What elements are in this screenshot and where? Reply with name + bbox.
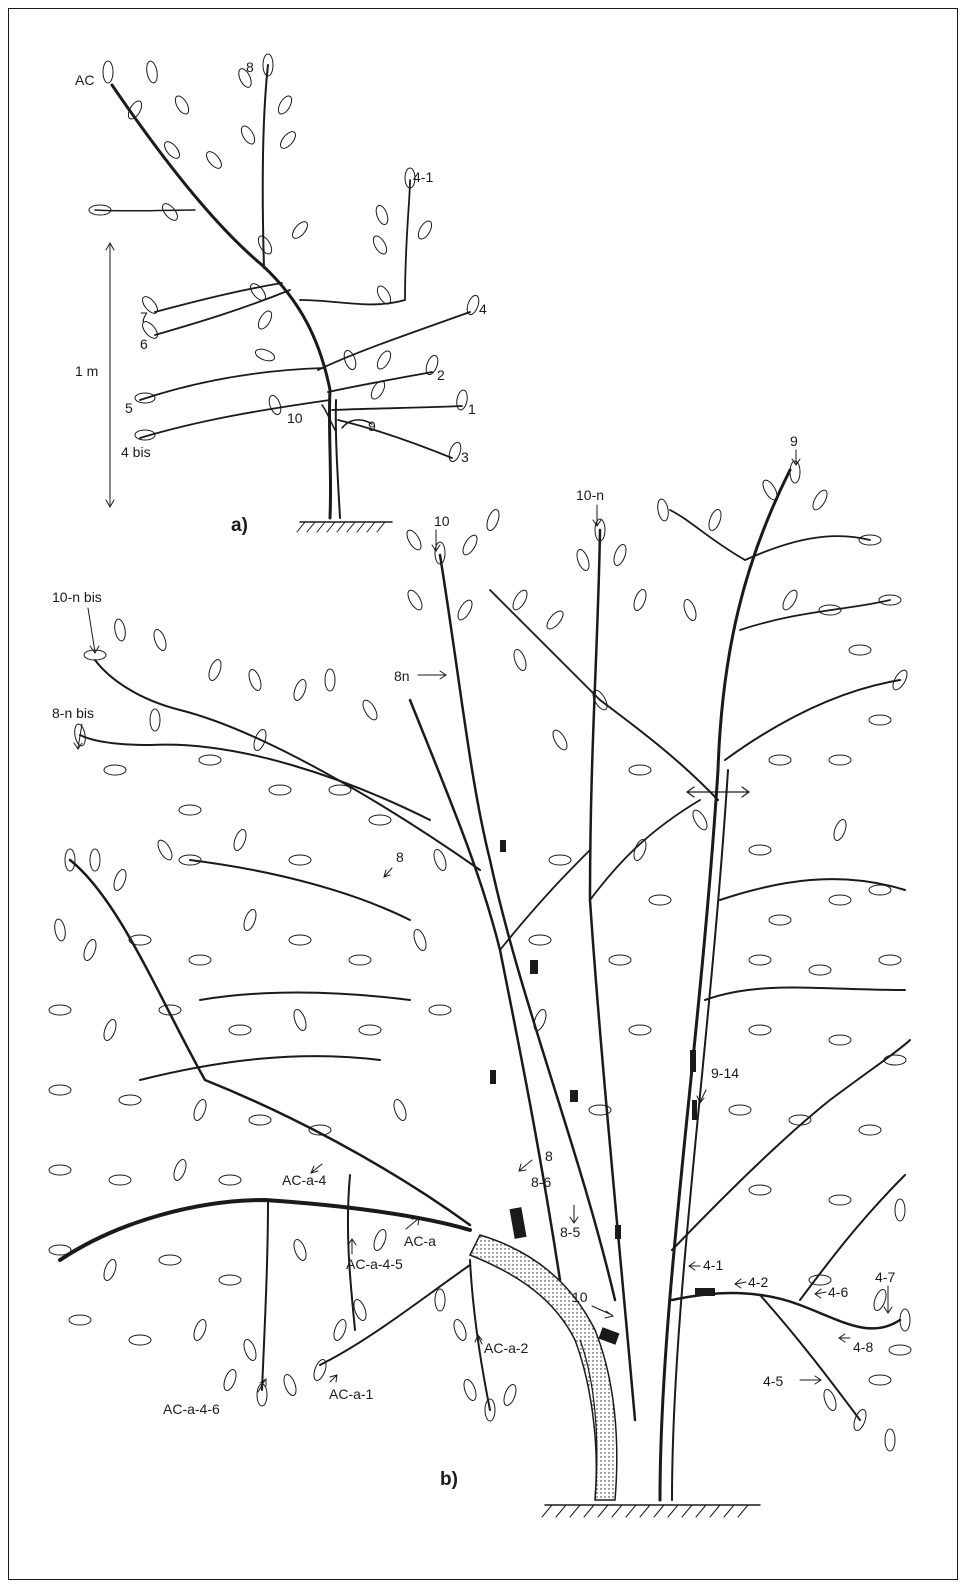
label-a-9: 9: [368, 418, 376, 434]
label-b-8n: 8n: [394, 668, 410, 684]
axis-ac-a: [60, 1200, 470, 1260]
panel-b-labels: b) 9 10-n 10 10-n bis 8n 8-n bis 8 9-14 …: [52, 433, 895, 1490]
axis-9-right: [672, 770, 728, 1500]
label-b-4-1: 4-1: [703, 1257, 723, 1273]
axis-8: [410, 700, 560, 1280]
branch-b-r3: [600, 700, 718, 800]
branch-b-l3: [140, 1056, 380, 1080]
label-b-8-upper: 8: [396, 849, 404, 865]
axis-ac-a-4: [70, 860, 470, 1225]
axis-ac-a-4-6: [262, 1200, 268, 1390]
label-b-10-top: 10: [434, 513, 450, 529]
label-a-1: 1: [468, 401, 476, 417]
trunk-a-right: [336, 400, 340, 518]
axis-4: [672, 1293, 900, 1328]
branch-ac-side: [95, 210, 195, 211]
label-b-ac-a-4-5: AC-a-4-5: [346, 1256, 403, 1272]
branch-b-c1: [490, 590, 600, 700]
label-b-4-8: 4-8: [853, 1339, 873, 1355]
label-a-ac: AC: [75, 72, 94, 88]
branch-1: [332, 406, 462, 410]
panel-a-diagram: [89, 54, 481, 532]
label-a-7: 7: [140, 309, 148, 325]
label-a-10: 10: [287, 410, 303, 426]
panel-b-caption: b): [440, 1469, 458, 1490]
panel-a-labels: a) 1 m AC 8 4-1 7 6 4 2 1 5 10 9 4 bis 3: [75, 59, 487, 536]
branch-7: [155, 283, 282, 312]
label-b-4-2: 4-2: [748, 1274, 768, 1290]
panel-b-diagram: [49, 450, 911, 1517]
label-b-4-5: 4-5: [763, 1373, 783, 1389]
label-a-8: 8: [246, 59, 254, 75]
branch-6: [155, 290, 290, 335]
axis-8-n-bis: [80, 735, 430, 820]
branch-b-r5: [745, 536, 870, 560]
label-b-10-lower: 10: [572, 1289, 588, 1305]
axis-10: [440, 555, 615, 1300]
label-b-4-6: 4-6: [828, 1284, 848, 1300]
branch-4: [318, 312, 470, 370]
label-a-6: 6: [140, 336, 148, 352]
label-b-ac-a-4: AC-a-4: [282, 1172, 327, 1188]
branch-b-l2: [200, 993, 410, 1001]
label-a-5: 5: [125, 400, 133, 416]
label-b-8-n-bis: 8-n bis: [52, 705, 94, 721]
branch-b-l1: [190, 860, 410, 920]
branch-b-r1: [720, 879, 905, 900]
label-b-9-14: 9-14: [711, 1065, 739, 1081]
ground-hatch-a: [297, 522, 385, 532]
axis-4-5: [760, 1295, 860, 1420]
branch-2: [328, 372, 432, 392]
label-a-4: 4: [479, 301, 487, 317]
label-b-4-7: 4-7: [875, 1269, 895, 1285]
branch-b-r2: [725, 680, 900, 760]
label-a-4-bis: 4 bis: [121, 444, 151, 460]
leaves-a: [89, 54, 481, 463]
branch-b-r4: [705, 988, 905, 1001]
axis-ac-a-2: [470, 1260, 490, 1410]
ground-hatch-b: [542, 1505, 748, 1517]
panel-a-caption: a): [231, 515, 248, 536]
axis-ac-a-1: [320, 1265, 470, 1365]
axis-9: [660, 470, 790, 1500]
label-b-ac-a: AC-a: [404, 1233, 436, 1249]
branch-b-r6: [670, 510, 745, 560]
label-b-ac-a-2: AC-a-2: [484, 1340, 529, 1356]
label-b-8-lower: 8: [545, 1148, 553, 1164]
branch-b-r7: [740, 600, 890, 630]
branch-5: [140, 368, 324, 400]
label-a-4-1: 4-1: [413, 169, 433, 185]
trunk-b: [470, 1235, 617, 1500]
leaves-b: [49, 461, 911, 1451]
label-b-8-6: 8-6: [531, 1174, 551, 1190]
label-a-2: 2: [437, 367, 445, 383]
label-b-10-n-bis: 10-n bis: [52, 589, 102, 605]
branch-3: [338, 420, 452, 458]
label-b-8-5: 8-5: [560, 1224, 580, 1240]
label-a-3: 3: [461, 449, 469, 465]
branch-4-1: [300, 180, 410, 304]
scale-label: 1 m: [75, 363, 98, 379]
axis-10-n-bis: [95, 660, 480, 870]
label-b-10-n: 10-n: [576, 487, 604, 503]
label-b-ac-a-1: AC-a-1: [329, 1386, 374, 1402]
branch-b-c3: [500, 850, 590, 950]
axis-9-14-branch: [672, 1040, 910, 1250]
label-b-9: 9: [790, 433, 798, 449]
label-b-ac-a-4-6: AC-a-4-6: [163, 1401, 220, 1417]
